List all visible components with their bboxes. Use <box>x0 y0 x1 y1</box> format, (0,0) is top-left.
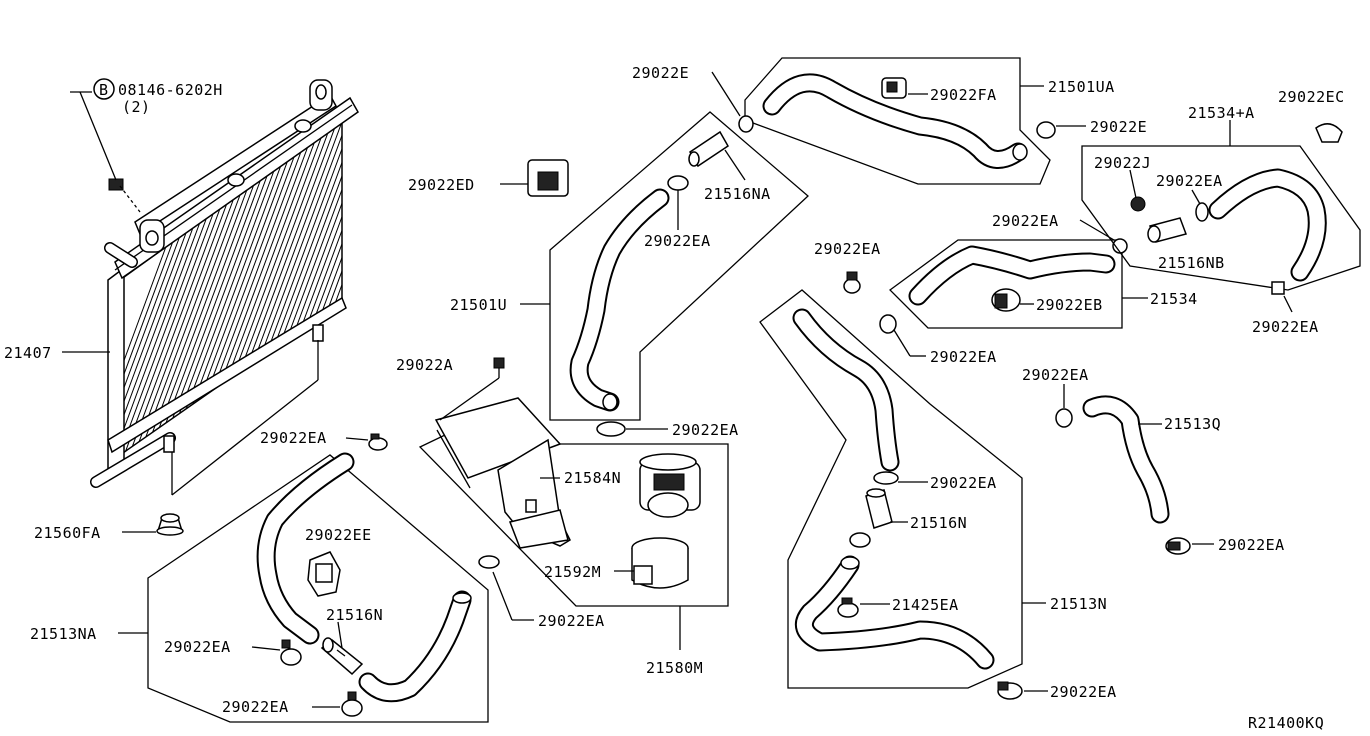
label-21584N[interactable]: 21584N <box>564 469 621 487</box>
bolt-circle-icon <box>93 78 115 100</box>
group-21513N <box>759 289 1023 689</box>
hose-21513NA[interactable] <box>256 452 472 703</box>
group-21501UA <box>744 57 1051 185</box>
label-29022EA-c[interactable]: 29022EA <box>222 698 289 716</box>
label-29022EA-a[interactable]: 29022EA <box>260 429 327 447</box>
label-29022E-top[interactable]: 29022E <box>632 64 689 82</box>
clamp-29022EA-e[interactable] <box>667 175 689 191</box>
label-21513Q[interactable]: 21513Q <box>1164 415 1221 433</box>
label-29022J[interactable]: 29022J <box>1094 154 1151 172</box>
label-29022EA-n[interactable]: 29022EA <box>1252 318 1319 336</box>
label-21516NA[interactable]: 21516NA <box>704 185 771 203</box>
hose-21534A[interactable] <box>1208 168 1327 282</box>
pipe-21516N-mid[interactable] <box>865 488 893 529</box>
label-21534A[interactable]: 21534+A <box>1188 104 1255 122</box>
clamp-29022EA-a[interactable] <box>368 433 388 451</box>
pump-bracket-21592M[interactable] <box>631 537 689 589</box>
label-21407[interactable]: 21407 <box>4 344 52 362</box>
clamp-29022EA-p[interactable] <box>1165 537 1191 555</box>
label-29022EA-p[interactable]: 29022EA <box>1218 536 1285 554</box>
clip-29022ED[interactable] <box>527 159 569 197</box>
label-29022EA-e[interactable]: 29022EA <box>644 232 711 250</box>
label-29022EC[interactable]: 29022EC <box>1278 88 1345 106</box>
clamp-29022EA-f[interactable] <box>596 421 626 437</box>
clamp-29022EB[interactable] <box>991 288 1021 312</box>
label-21425EA[interactable]: 21425EA <box>892 596 959 614</box>
label-21516NB[interactable]: 21516NB <box>1158 254 1225 272</box>
pipe-21516NA[interactable] <box>688 130 729 168</box>
hose-21501U[interactable] <box>569 188 670 412</box>
label-21580M[interactable]: 21580M <box>646 659 703 677</box>
clamp-29022EA-d[interactable] <box>478 555 500 569</box>
clamp-29022EA-b[interactable] <box>280 639 302 666</box>
hose-21513Q[interactable] <box>1082 395 1170 524</box>
diagram-code: R21400KQ <box>1248 714 1324 732</box>
label-29022EA-f[interactable]: 29022EA <box>672 421 739 439</box>
clip-29022E-top[interactable] <box>738 115 754 133</box>
label-21501U[interactable]: 21501U <box>450 296 507 314</box>
label-21534[interactable]: 21534 <box>1150 290 1198 308</box>
label-29022EA-o[interactable]: 29022EA <box>1022 366 1089 384</box>
label-21516N-mid[interactable]: 21516N <box>910 514 967 532</box>
mount-rubber-21560FA[interactable] <box>156 513 184 536</box>
label-29022EA-l[interactable]: 29022EA <box>992 212 1059 230</box>
label-21513NA[interactable]: 21513NA <box>30 625 97 643</box>
clamp-29022EA-m[interactable] <box>1195 202 1209 222</box>
clamp-29022EA-n[interactable] <box>1271 281 1285 295</box>
label-29022EA-g[interactable]: 29022EA <box>814 240 881 258</box>
label-21516N-left[interactable]: 21516N <box>326 606 383 624</box>
label-29022FA[interactable]: 29022FA <box>930 86 997 104</box>
clamp-21425EA[interactable] <box>837 597 859 618</box>
clamp-29022EA-h[interactable] <box>879 314 897 334</box>
label-29022EA-d[interactable]: 29022EA <box>538 612 605 630</box>
clamp-29022EA-o[interactable] <box>1055 408 1073 428</box>
bolt-08146-6202H[interactable]: B 08146-6202H (2) <box>70 78 223 213</box>
label-21501UA[interactable]: 21501UA <box>1048 78 1115 96</box>
clamp-29022EA-j[interactable] <box>849 532 871 548</box>
pipe-21516NB[interactable] <box>1147 217 1187 243</box>
clamp-29022EA-g[interactable] <box>843 271 861 294</box>
label-21560FA[interactable]: 21560FA <box>34 524 101 542</box>
label-29022A[interactable]: 29022A <box>396 356 453 374</box>
group-21534A <box>1081 145 1361 291</box>
hose-21501UA[interactable] <box>762 73 1028 169</box>
clip-29022E-right[interactable] <box>1036 121 1056 139</box>
label-29022EA-m[interactable]: 29022EA <box>1156 172 1223 190</box>
bolt-part-number[interactable]: 08146-6202H <box>118 81 223 99</box>
clamp-29022EA-c[interactable] <box>341 691 363 717</box>
bolt-29022A[interactable] <box>493 357 505 378</box>
clamp-29022EA-i[interactable] <box>873 471 899 485</box>
label-21592M[interactable]: 21592M <box>544 563 601 581</box>
group-21513NA <box>147 454 489 723</box>
clip-29022J[interactable] <box>1130 196 1146 212</box>
clip-29022EC[interactable] <box>1315 123 1343 143</box>
label-29022EE[interactable]: 29022EE <box>305 526 372 544</box>
electric-water-pump[interactable] <box>639 453 701 518</box>
label-29022E-right[interactable]: 29022E <box>1090 118 1147 136</box>
hose-21513N[interactable] <box>792 308 995 670</box>
bracket-21584N[interactable] <box>497 438 571 549</box>
group-21534 <box>889 239 1123 329</box>
bolt-circle-letter: B <box>99 81 109 99</box>
label-29022EA-k[interactable]: 29022EA <box>1050 683 1117 701</box>
label-29022EB[interactable]: 29022EB <box>1036 296 1103 314</box>
label-29022EA-h[interactable]: 29022EA <box>930 348 997 366</box>
label-29022EA-i[interactable]: 29022EA <box>930 474 997 492</box>
group-21501U <box>549 111 809 421</box>
label-21513N[interactable]: 21513N <box>1050 595 1107 613</box>
hose-21534[interactable] <box>908 245 1116 306</box>
label-29022EA-b[interactable]: 29022EA <box>164 638 231 656</box>
bolt-quantity: (2) <box>122 98 151 116</box>
clamp-29022EA-k[interactable] <box>997 681 1023 700</box>
label-29022ED[interactable]: 29022ED <box>408 176 475 194</box>
pipe-21516N-left[interactable] <box>320 637 364 676</box>
clamp-29022FA[interactable] <box>881 77 907 99</box>
clip-29022EE[interactable] <box>307 551 341 597</box>
